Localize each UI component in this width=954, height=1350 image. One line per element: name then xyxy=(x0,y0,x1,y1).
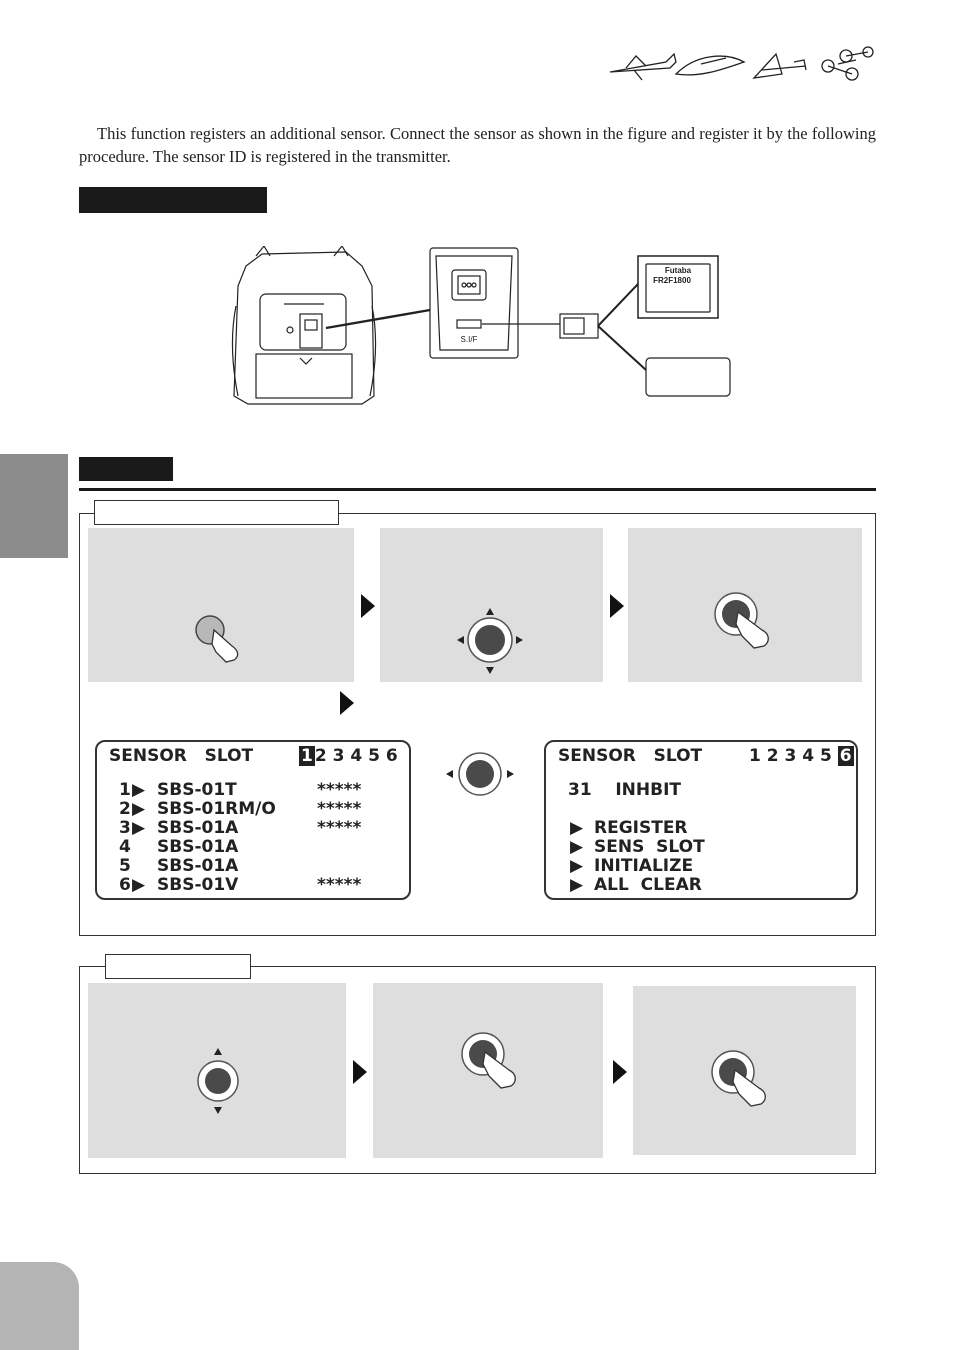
receiver-brand: Futaba xyxy=(665,266,692,275)
sif-port-label: S.I/F xyxy=(461,335,478,344)
connection-diagram: S.I/F Futaba FR2F1800 xyxy=(231,246,731,405)
lcd-title: SENSOR SLOT xyxy=(558,746,703,766)
jog-dial-press-icon xyxy=(714,592,769,649)
section-rule xyxy=(79,488,876,491)
section-header-bar xyxy=(79,187,267,213)
step-frame-1 xyxy=(79,513,876,936)
lcd-sensor-slot-menu: SENSOR SLOT 1 2 3 4 5 6 31 INHBIT ▶ REGI… xyxy=(544,740,858,900)
row-arrow-icon: ▶ xyxy=(132,875,146,895)
menu-arrow-icon: ▶ xyxy=(570,875,584,895)
side-chapter-tab xyxy=(0,454,68,558)
jog-dial-four-way-icon xyxy=(457,608,523,674)
sensor-row-name[interactable]: SBS-01A xyxy=(157,818,239,838)
sensor-row-name[interactable]: SBS-01RM/O xyxy=(157,799,276,819)
receiver-model: FR2F1800 xyxy=(653,276,691,285)
step-frame-1-label xyxy=(94,500,339,525)
slot-others: 2 3 4 5 6 xyxy=(314,746,398,766)
sensor-row-number: 2 xyxy=(119,799,131,819)
sensor-row-value: ***** xyxy=(317,780,362,800)
page-number-tab xyxy=(0,1262,79,1350)
menu-sens-slot[interactable]: SENS SLOT xyxy=(594,837,705,857)
step-frame-2 xyxy=(79,966,876,1174)
sensor-row-number: 4 xyxy=(119,837,131,857)
menu-all-clear[interactable]: ALL CLEAR xyxy=(594,875,702,895)
sensor-id-status: 31 INHBIT xyxy=(568,780,681,800)
jog-dial-left-right-icon xyxy=(446,752,514,796)
jog-dial-up-down-icon xyxy=(197,1048,239,1114)
sensor-row-number: 6 xyxy=(119,875,131,895)
sensor-row-value: ***** xyxy=(317,818,362,838)
row-arrow-icon: ▶ xyxy=(132,799,146,819)
aircraft-header-illustration xyxy=(609,46,874,81)
sensor-row-number: 1 xyxy=(119,780,131,800)
lcd-slot-selector[interactable]: 1 2 3 4 5 6 xyxy=(749,746,854,766)
slot-others: 1 2 3 4 5 xyxy=(749,746,832,766)
next-arrow xyxy=(340,691,354,715)
jog-dial-press-icon xyxy=(461,1032,516,1089)
sensor-row-name[interactable]: SBS-01A xyxy=(157,856,239,876)
next-arrow xyxy=(361,594,375,618)
sensor-row-name[interactable]: SBS-01V xyxy=(157,875,239,895)
jog-dial-press-icon xyxy=(711,1050,766,1107)
row-arrow-icon: ▶ xyxy=(132,780,146,800)
menu-arrow-icon: ▶ xyxy=(570,856,584,876)
menu-arrow-icon: ▶ xyxy=(570,818,584,838)
sensor-row-value: ***** xyxy=(317,799,362,819)
next-arrow xyxy=(613,1060,627,1084)
sensor-row-value: ***** xyxy=(317,875,362,895)
next-arrow xyxy=(353,1060,367,1084)
procedure-header-bar xyxy=(79,457,173,481)
menu-arrow-icon: ▶ xyxy=(570,837,584,857)
step-frame-2-label xyxy=(105,954,251,979)
next-arrow xyxy=(610,594,624,618)
lcd-title: SENSOR SLOT xyxy=(109,746,254,766)
transmitter-body xyxy=(233,251,375,405)
sensor-row-number: 5 xyxy=(119,856,131,876)
button-press-icon xyxy=(195,615,239,663)
menu-initialize[interactable]: INITIALIZE xyxy=(594,856,694,876)
menu-register[interactable]: REGISTER xyxy=(594,818,688,838)
row-arrow-icon: ▶ xyxy=(132,818,146,838)
sensor-row-number: 3 xyxy=(119,818,131,838)
slot-selected: 1 xyxy=(299,746,315,766)
slot-selected: 6 xyxy=(837,746,854,766)
sensor-row-name[interactable]: SBS-01A xyxy=(157,837,239,857)
intro-paragraph: This function registers an additional se… xyxy=(79,124,876,166)
sensor-row-name[interactable]: SBS-01T xyxy=(157,780,237,800)
